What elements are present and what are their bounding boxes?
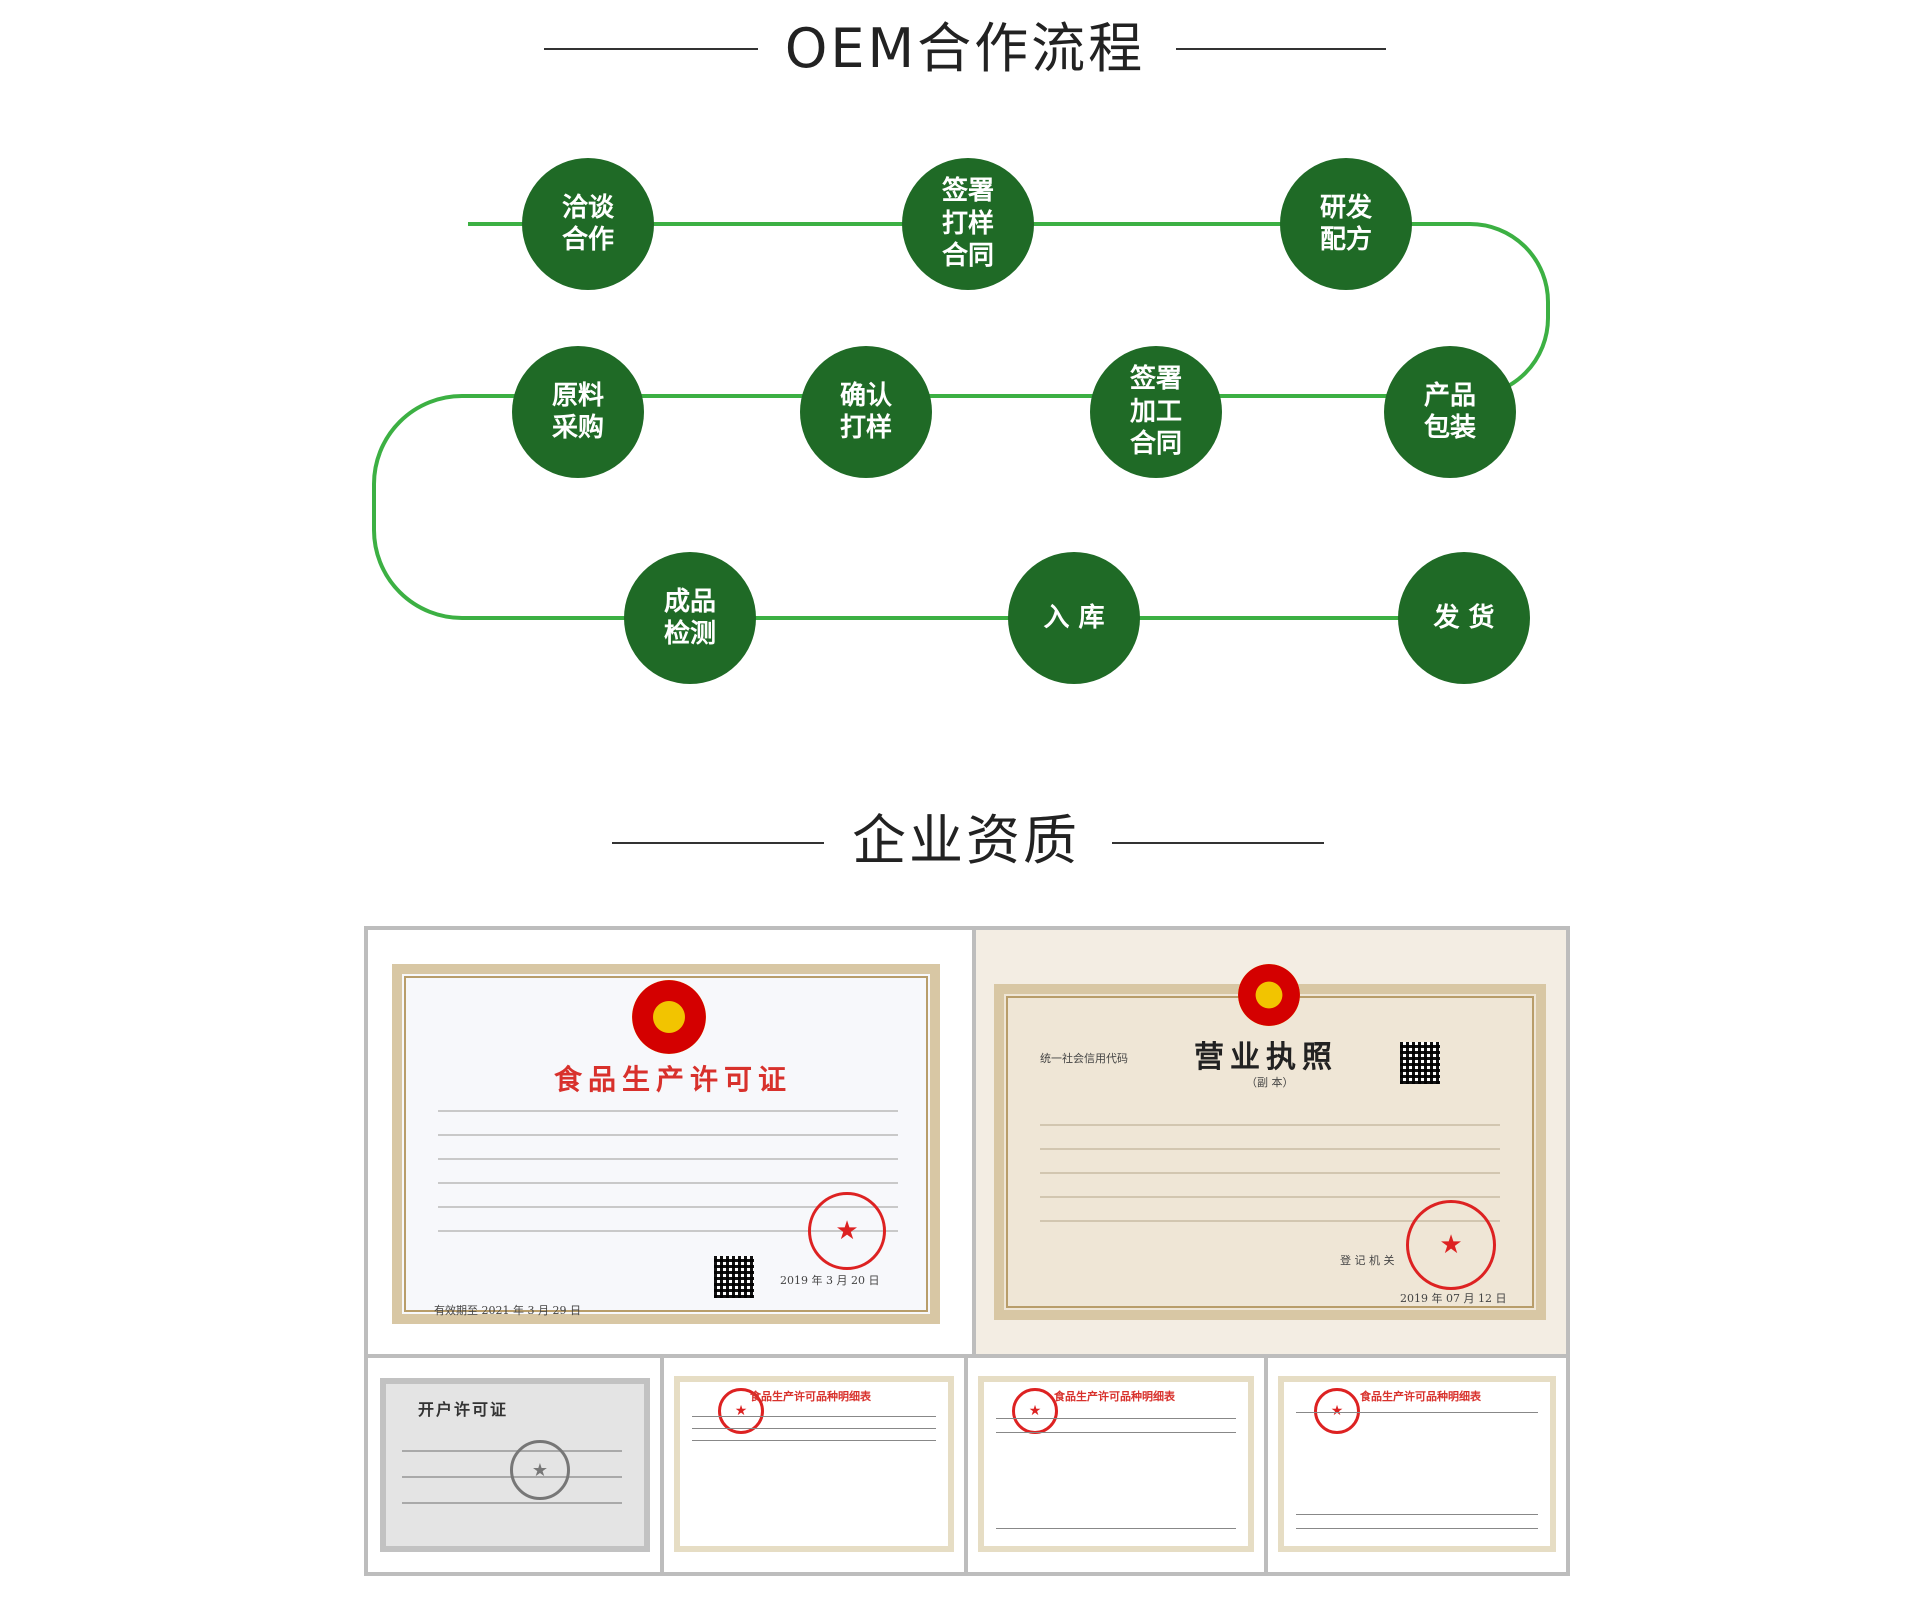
food-license-title: 食品生产许可证 [553, 1063, 792, 1096]
official-seal-icon: ★ [718, 1388, 764, 1434]
oem-flow-path [372, 222, 1550, 620]
oem-title-line-left [544, 48, 758, 50]
certificate-business-license: 营业执照 （副 本） 统一社会信用代码 ★ 登 记 机 关 2019 年 07 … [976, 930, 1566, 1354]
detail-table-row [1296, 1412, 1538, 1413]
detail-table-row [1296, 1514, 1538, 1515]
business-license-date: 2019 年 07 月 12 日 [1400, 1292, 1507, 1305]
official-seal-icon: ★ [510, 1440, 570, 1500]
food-license-row [438, 1182, 898, 1184]
business-license-row [1040, 1220, 1500, 1222]
oem-title: OEM合作流程 [784, 17, 1146, 80]
qr-code-icon [714, 1256, 754, 1298]
detail-table-title: 食品生产许可品种明细表 [1360, 1390, 1481, 1403]
step-packaging: 产品 包装 [1384, 346, 1516, 478]
food-license-valid: 有效期至 2021 年 3 月 29 日 [434, 1304, 581, 1317]
business-license-title: 营业执照 [1194, 1040, 1338, 1075]
detail-table-row [996, 1528, 1236, 1529]
detail-table-row [692, 1428, 936, 1429]
step-sample-contract: 签署 打样 合同 [902, 158, 1034, 290]
certificate-food-production-license: 食品生产许可证 ★ 2019 年 3 月 20 日 有效期至 2021 年 3 … [368, 930, 972, 1354]
official-seal-icon: ★ [1406, 1200, 1496, 1290]
food-license-row [438, 1134, 898, 1136]
step-warehousing: 入 库 [1008, 552, 1140, 684]
oem-title-line-right [1176, 48, 1386, 50]
certificate-detail-table-3: ★ 食品生产许可品种明细表 [1268, 1358, 1566, 1572]
food-license-row [438, 1110, 898, 1112]
credit-code-label: 统一社会信用代码 [1040, 1052, 1128, 1065]
official-seal-icon: ★ [1314, 1388, 1360, 1434]
food-license-date: 2019 年 3 月 20 日 [780, 1274, 880, 1287]
account-license-row [402, 1502, 622, 1504]
business-license-subtitle: （副 本） [1246, 1076, 1294, 1089]
official-seal-icon: ★ [1012, 1388, 1058, 1434]
business-license-row [1040, 1172, 1500, 1174]
qualification-title: 企业资质 [852, 809, 1080, 872]
step-formula-rd: 研发 配方 [1280, 158, 1412, 290]
detail-table-row [692, 1440, 936, 1441]
official-seal-icon: ★ [808, 1192, 886, 1270]
detail-table-row [996, 1418, 1236, 1419]
detail-table-row [996, 1432, 1236, 1433]
certificate-account-opening-license: 开户许可证 ★ [368, 1358, 660, 1572]
detail-table-title: 食品生产许可品种明细表 [1054, 1390, 1175, 1403]
step-product-inspection: 成品 检测 [624, 552, 756, 684]
detail-table-title: 食品生产许可品种明细表 [750, 1390, 871, 1403]
business-license-row [1040, 1124, 1500, 1126]
account-license-row [402, 1450, 622, 1452]
national-emblem-icon [632, 980, 706, 1054]
step-processing-contract: 签署 加工 合同 [1090, 346, 1222, 478]
account-license-title: 开户许可证 [418, 1400, 509, 1419]
food-license-row [438, 1206, 898, 1208]
detail-table-row [1296, 1528, 1538, 1529]
qualification-title-line-left [612, 842, 824, 844]
step-shipping: 发 货 [1398, 552, 1530, 684]
step-confirm-sample: 确认 打样 [800, 346, 932, 478]
business-license-row [1040, 1196, 1500, 1198]
certificate-detail-table-2: ★ 食品生产许可品种明细表 [968, 1358, 1264, 1572]
detail-table-row [692, 1416, 936, 1417]
qr-code-icon [1400, 1042, 1440, 1084]
step-negotiate: 洽谈 合作 [522, 158, 654, 290]
qualification-title-line-right [1112, 842, 1324, 844]
food-license-row [438, 1230, 898, 1232]
food-license-row [438, 1158, 898, 1160]
business-license-row [1040, 1148, 1500, 1150]
step-material-purchase: 原料 采购 [512, 346, 644, 478]
national-emblem-icon [1238, 964, 1300, 1026]
certificate-detail-table-1: ★ 食品生产许可品种明细表 [664, 1358, 964, 1572]
business-license-issuer: 登 记 机 关 [1340, 1254, 1395, 1267]
